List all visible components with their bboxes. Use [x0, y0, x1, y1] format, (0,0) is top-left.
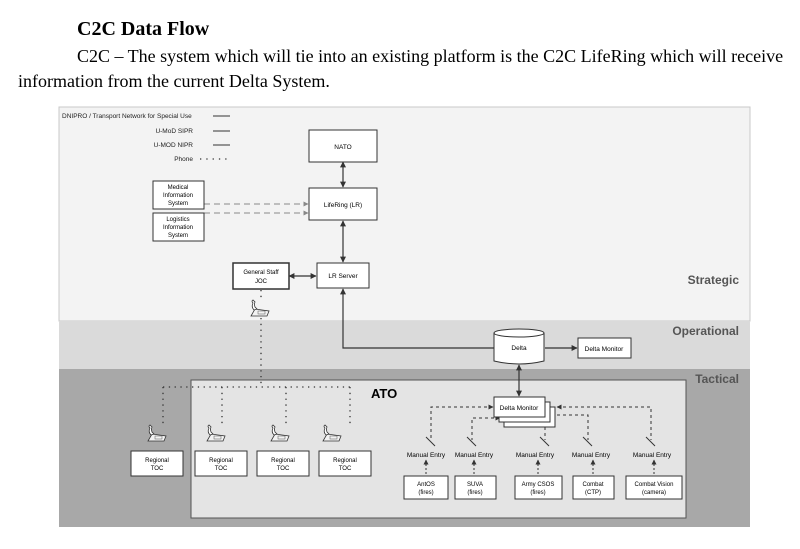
- medical-label-3: System: [168, 201, 188, 207]
- zone-label-operational: Operational: [672, 324, 739, 338]
- regional-toc-label-2: TOC: [151, 466, 164, 472]
- manual-entry-label: Manual Entry: [633, 452, 672, 459]
- delta-monitor-operational: Delta Monitor: [577, 337, 632, 359]
- regional-toc-group: Regional TOC Regional TOC Regional TOC R…: [130, 424, 372, 477]
- intro-paragraph: C2C – The system which will tie into an …: [18, 46, 784, 91]
- regional-toc-label-2: TOC: [277, 466, 290, 472]
- manual-entry-label: Manual Entry: [572, 452, 611, 459]
- medical-label-1: Medical: [168, 185, 189, 191]
- lifering-node: LifeRing (LR): [308, 187, 378, 221]
- page-title: C2C Data Flow: [77, 18, 210, 40]
- source-node: [454, 475, 497, 500]
- general-staff-node: General Staff JOC: [232, 262, 290, 290]
- zone-label-tactical: Tactical: [695, 372, 739, 386]
- source-label-1: Combat: [582, 482, 603, 488]
- regional-toc-label-2: TOC: [339, 466, 352, 472]
- general-staff-label-1: General Staff: [243, 270, 279, 276]
- source-label-2: (fires): [467, 490, 482, 496]
- legend: DNIPRO / Transport Network for Special U…: [62, 113, 230, 163]
- regional-toc-label-1: Regional: [209, 458, 233, 464]
- manual-entry-label: Manual Entry: [455, 452, 494, 459]
- source-node: [625, 475, 683, 500]
- legend-label-sipr: U-MoD SIPR: [155, 128, 193, 135]
- tactical-feeds: [430, 404, 652, 440]
- source-label-1: Army CSOS: [522, 482, 555, 488]
- source-node: [514, 475, 563, 500]
- logistics-label-1: Logistics: [166, 217, 189, 223]
- source-label-2: (fires): [418, 490, 433, 496]
- regional-toc-label-1: Regional: [271, 458, 295, 464]
- source-label-2: (CTP): [585, 490, 601, 496]
- operational-zone: [59, 321, 750, 369]
- delta-monitor-tac-label: Delta Monitor: [500, 405, 539, 412]
- manual-entry-sources: Manual Entry AntOS (fires) Manual Entry …: [403, 436, 683, 500]
- phone-network: [162, 290, 351, 425]
- regional-toc-label-1: Regional: [333, 458, 357, 464]
- source-label-2: (camera): [642, 490, 666, 496]
- medical-info-node: Medical Information System: [152, 180, 205, 210]
- legend-label-dnipro: DNIPRO / Transport Network for Special U…: [62, 113, 192, 120]
- delta-database: Delta: [493, 328, 545, 365]
- delta-monitor-op-label: Delta Monitor: [585, 346, 624, 353]
- logistics-label-3: System: [168, 233, 188, 239]
- delta-monitor-tactical: Delta Monitor: [493, 396, 556, 428]
- regional-toc: [194, 450, 248, 477]
- ato-label: ATO: [371, 386, 397, 401]
- regional-toc: [256, 450, 310, 477]
- lr-server-node: LR Server: [316, 262, 370, 289]
- link-delta-lrserver: [340, 288, 494, 349]
- legend-label-phone: Phone: [174, 156, 193, 163]
- medical-label-2: Information: [163, 193, 193, 199]
- nato-node: NATO: [308, 129, 378, 163]
- manual-entry-label: Manual Entry: [407, 452, 446, 459]
- regional-toc-label-1: Regional: [145, 458, 169, 464]
- regional-toc: [130, 450, 184, 477]
- regional-toc: [318, 450, 372, 477]
- legend-label-nipr: U-MOD NIPR: [154, 142, 194, 149]
- general-staff-label-2: JOC: [255, 279, 268, 285]
- nato-label: NATO: [334, 144, 351, 151]
- manual-entry-label: Manual Entry: [516, 452, 555, 459]
- source-node: [572, 475, 615, 500]
- lr-server-label: LR Server: [328, 273, 358, 280]
- source-label-1: SUVA: [467, 482, 483, 488]
- logistics-info-node: Logistics Information System: [152, 212, 205, 242]
- logistics-label-2: Information: [163, 225, 193, 231]
- regional-toc-label-2: TOC: [215, 466, 228, 472]
- source-label-1: Combat Vision: [635, 482, 674, 488]
- source-node: [403, 475, 449, 500]
- zone-label-strategic: Strategic: [688, 273, 740, 287]
- lifering-label: LifeRing (LR): [324, 202, 362, 209]
- delta-label: Delta: [511, 345, 527, 352]
- source-label-2: (fires): [530, 490, 545, 496]
- source-label-1: AntOS: [417, 482, 435, 488]
